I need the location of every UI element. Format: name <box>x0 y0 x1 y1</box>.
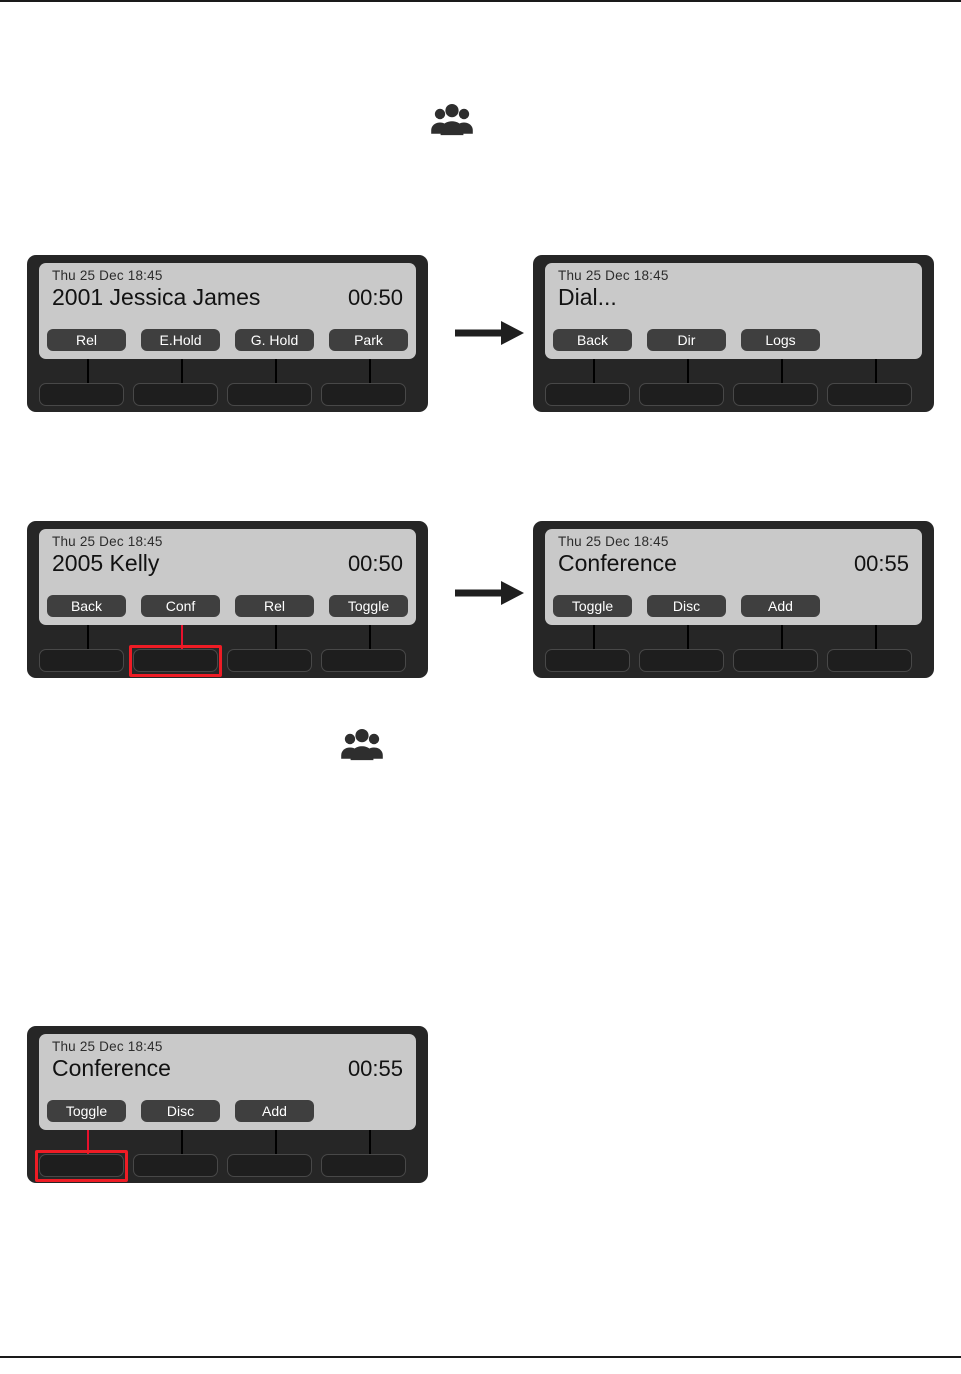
softkey-connector-2 <box>275 625 277 655</box>
softkey-label-2[interactable]: Rel <box>235 595 314 617</box>
softkey-button-0[interactable] <box>545 649 630 672</box>
hardkey-row <box>39 1154 416 1177</box>
softkey-button-0[interactable] <box>39 649 124 672</box>
softkey-label-1[interactable]: Disc <box>141 1100 220 1122</box>
softkey-button-3[interactable] <box>321 1154 406 1177</box>
softkey-label-2[interactable]: Logs <box>741 329 820 351</box>
softkey-label-row: Toggle Disc Add <box>553 595 914 619</box>
lcd-call-timer: 00:50 <box>347 551 403 576</box>
softkey-label-2[interactable]: Add <box>741 595 820 617</box>
page-top-rule <box>0 0 961 2</box>
softkey-label-row: Rel E.Hold G. Hold Park <box>47 329 408 353</box>
softkey-button-2[interactable] <box>227 1154 312 1177</box>
softkey-button-0[interactable] <box>39 1154 124 1177</box>
softkey-button-1[interactable] <box>133 1154 218 1177</box>
softkey-button-1[interactable] <box>133 383 218 406</box>
softkey-connector-1 <box>181 625 183 655</box>
softkey-label-row: Toggle Disc Add <box>47 1100 408 1124</box>
softkey-label-0[interactable]: Toggle <box>553 595 632 617</box>
softkey-connector-2 <box>781 625 783 655</box>
lcd-status-bar: Thu 25 Dec 18:45 <box>52 1039 163 1054</box>
softkey-button-2[interactable] <box>733 383 818 406</box>
lcd-status-bar: Thu 25 Dec 18:45 <box>558 268 669 283</box>
flow-arrow-right <box>455 578 525 608</box>
hardkey-row <box>39 649 416 672</box>
softkey-button-3[interactable] <box>827 649 912 672</box>
softkey-connector-0 <box>593 625 595 655</box>
page-bottom-rule <box>0 1356 961 1358</box>
softkey-button-3[interactable] <box>321 649 406 672</box>
softkey-connector-3 <box>875 359 877 389</box>
softkey-label-row: Back Conf Rel Toggle <box>47 595 408 619</box>
softkey-label-2[interactable]: G. Hold <box>235 329 314 351</box>
lcd-call-timer: 00:55 <box>853 551 909 576</box>
group-people-icon <box>430 103 474 137</box>
lcd-status-bar: Thu 25 Dec 18:45 <box>52 534 163 549</box>
softkey-connector-3 <box>369 1130 371 1160</box>
softkey-connector-0 <box>87 1130 89 1160</box>
softkey-label-0[interactable]: Back <box>47 595 126 617</box>
lcd-call-title: Conference <box>558 550 677 576</box>
softkey-connector-0 <box>87 625 89 655</box>
softkey-label-1[interactable]: Dir <box>647 329 726 351</box>
softkey-connector-3 <box>875 625 877 655</box>
lcd-status-bar: Thu 25 Dec 18:45 <box>52 268 163 283</box>
flow-arrow-right <box>455 318 525 348</box>
softkey-connector-0 <box>593 359 595 389</box>
softkey-button-1[interactable] <box>639 383 724 406</box>
softkey-label-0[interactable]: Toggle <box>47 1100 126 1122</box>
lcd-call-title: 2001 Jessica James <box>52 284 261 310</box>
softkey-button-1[interactable] <box>639 649 724 672</box>
softkey-label-0[interactable]: Rel <box>47 329 126 351</box>
softkey-connector-2 <box>275 359 277 389</box>
lcd-call-title: Dial... <box>558 284 617 310</box>
softkey-connector-1 <box>687 625 689 655</box>
softkey-label-0[interactable]: Back <box>553 329 632 351</box>
softkey-button-0[interactable] <box>39 383 124 406</box>
softkey-label-row: Back Dir Logs <box>553 329 914 353</box>
softkey-button-2[interactable] <box>227 649 312 672</box>
softkey-label-2[interactable]: Add <box>235 1100 314 1122</box>
softkey-connector-1 <box>687 359 689 389</box>
hardkey-row <box>545 383 922 406</box>
softkey-button-2[interactable] <box>227 383 312 406</box>
softkey-label-1[interactable]: Disc <box>647 595 726 617</box>
softkey-button-3[interactable] <box>321 383 406 406</box>
hardkey-row <box>545 649 922 672</box>
hardkey-row <box>39 383 416 406</box>
lcd-call-timer: 00:55 <box>347 1056 403 1081</box>
lcd-call-title: 2005 Kelly <box>52 550 160 576</box>
softkey-label-1[interactable]: E.Hold <box>141 329 220 351</box>
lcd-status-bar: Thu 25 Dec 18:45 <box>558 534 669 549</box>
softkey-button-0[interactable] <box>545 383 630 406</box>
softkey-connector-1 <box>181 1130 183 1160</box>
lcd-call-timer: 00:50 <box>347 285 403 310</box>
softkey-button-3[interactable] <box>827 383 912 406</box>
group-people-icon <box>340 728 384 762</box>
softkey-connector-3 <box>369 625 371 655</box>
softkey-connector-1 <box>181 359 183 389</box>
softkey-connector-0 <box>87 359 89 389</box>
softkey-label-1[interactable]: Conf <box>141 595 220 617</box>
softkey-connector-2 <box>781 359 783 389</box>
softkey-label-3[interactable]: Toggle <box>329 595 408 617</box>
softkey-button-2[interactable] <box>733 649 818 672</box>
softkey-connector-3 <box>369 359 371 389</box>
softkey-button-1[interactable] <box>133 649 218 672</box>
softkey-connector-2 <box>275 1130 277 1160</box>
softkey-label-3[interactable]: Park <box>329 329 408 351</box>
lcd-call-title: Conference <box>52 1055 171 1081</box>
